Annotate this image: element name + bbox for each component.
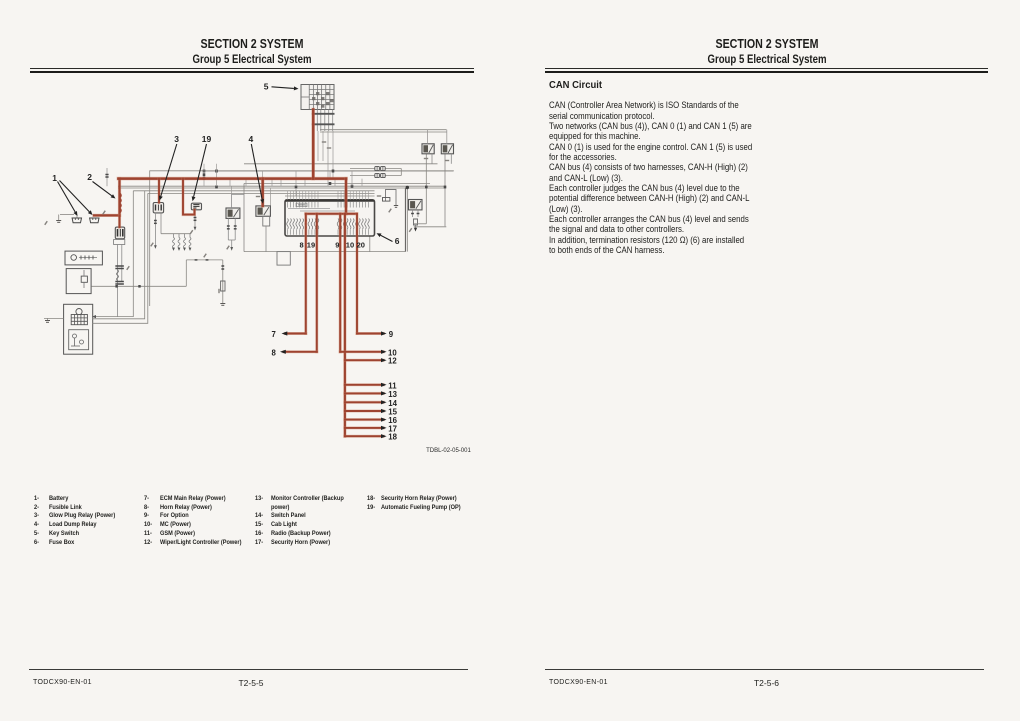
svg-text:13: 13: [388, 390, 397, 399]
svg-text:5: 5: [264, 81, 269, 91]
svg-text:20: 20: [357, 241, 365, 250]
svg-text:11: 11: [388, 381, 397, 390]
svg-text:16: 16: [388, 416, 397, 425]
svg-text:8: 8: [272, 348, 277, 357]
svg-text:1: 1: [52, 173, 57, 183]
svg-text:10: 10: [346, 241, 354, 250]
svg-text:7: 7: [272, 330, 276, 339]
svg-text:15: 15: [388, 408, 397, 417]
svg-text:19: 19: [307, 241, 315, 250]
svg-text:12: 12: [388, 357, 397, 366]
svg-text:14: 14: [388, 399, 397, 408]
svg-text:10: 10: [388, 348, 397, 357]
svg-text:2: 2: [87, 172, 92, 182]
svg-text:TDBL-02-05-001: TDBL-02-05-001: [426, 448, 471, 454]
svg-text:17: 17: [388, 424, 397, 433]
svg-text:9: 9: [335, 241, 339, 250]
svg-text:18: 18: [388, 433, 397, 442]
svg-text:19: 19: [202, 134, 212, 144]
svg-text:6: 6: [395, 236, 400, 246]
svg-text:8: 8: [300, 241, 304, 250]
svg-text:4: 4: [249, 134, 254, 144]
svg-text:3: 3: [174, 134, 179, 144]
svg-text:9: 9: [389, 330, 394, 339]
